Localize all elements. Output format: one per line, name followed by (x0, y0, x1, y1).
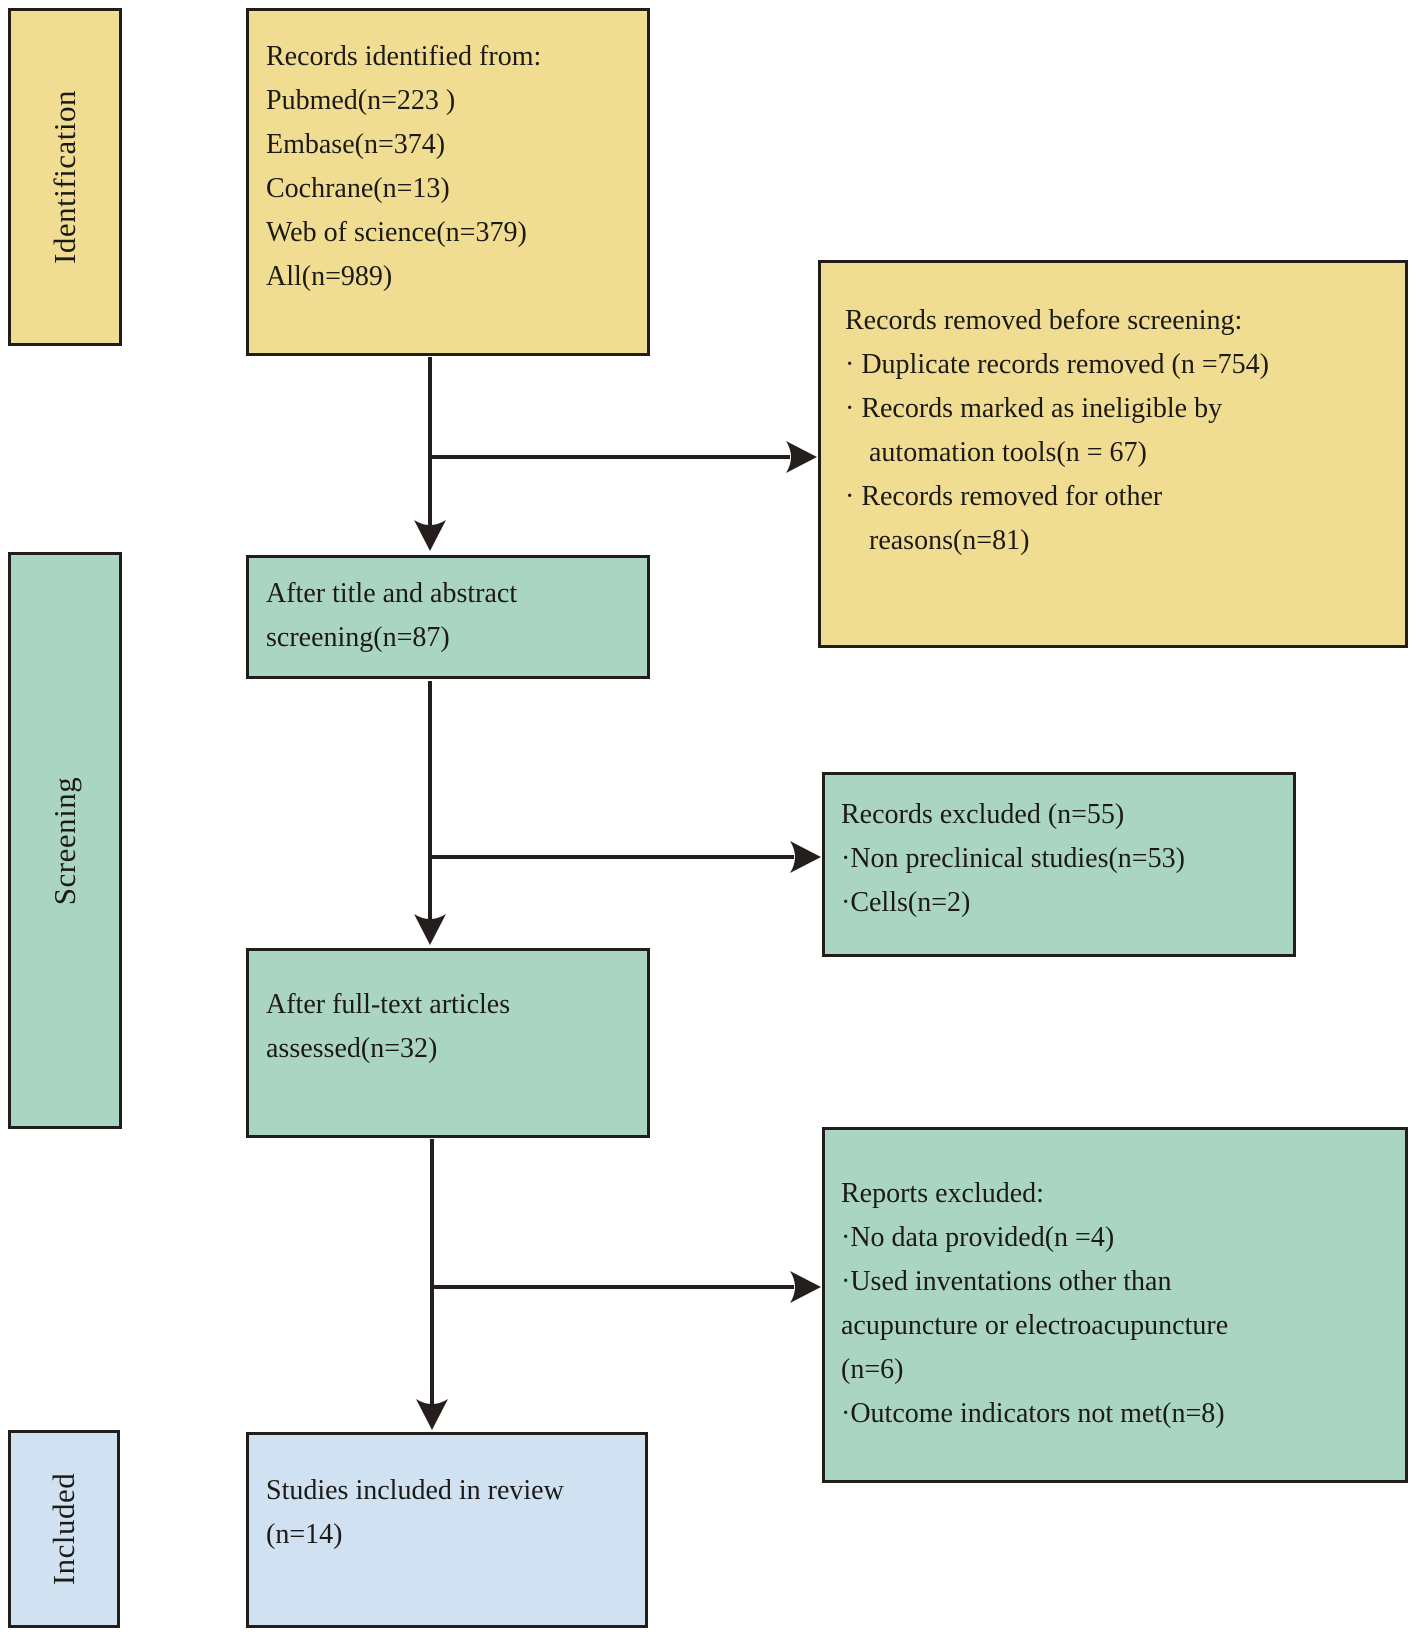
reports-excluded-line: ·No data provided(n =4) (841, 1222, 1115, 1253)
records-removed-line: · Duplicate records removed (n =754) (845, 349, 1269, 380)
studies-included-line: Studies included in review (266, 1475, 564, 1506)
records-removed-line: Records removed before screening: (845, 305, 1243, 336)
records-excluded-line: ·Non preclinical studies(n=53) (841, 843, 1185, 874)
stage-included-box: Included (8, 1430, 120, 1628)
records-identified-line: Records identified from: (266, 41, 542, 72)
reports-excluded-line: acupuncture or electroacupuncture (841, 1310, 1229, 1341)
reports-excluded-line: Reports excluded: (841, 1178, 1044, 1209)
reports-excluded-line: ·Outcome indicators not met(n=8) (841, 1398, 1225, 1429)
title-abstract-screening-box: After title and abstract screening(n=87) (246, 555, 650, 679)
records-removed-line: reasons(n=81) (869, 525, 1030, 556)
records-identified-line: Embase(n=374) (266, 129, 446, 160)
stage-screening-box: Screening (8, 552, 122, 1129)
arrowhead-down-icon (414, 520, 446, 551)
records-excluded-box: Records excluded (n=55) ·Non preclinical… (822, 772, 1296, 957)
records-identified-box: Records identified from: Pubmed(n=223 ) … (246, 8, 650, 356)
arrowhead-down-icon (414, 914, 446, 945)
fulltext-assessed-line: After full-text articles (266, 989, 511, 1020)
records-identified-line: Cochrane(n=13) (266, 173, 450, 204)
title-abstract-screening-line: After title and abstract (266, 578, 518, 609)
fulltext-assessed-box: After full-text articles assessed(n=32) (246, 948, 650, 1138)
stage-identification-label: Identification (47, 90, 82, 264)
reports-excluded-box: Reports excluded: ·No data provided(n =4… (822, 1127, 1408, 1483)
records-excluded-line: ·Cells(n=2) (841, 887, 971, 918)
reports-excluded-line: (n=6) (841, 1354, 904, 1385)
stage-screening-label: Screening (47, 776, 82, 905)
records-removed-line: · Records marked as ineligible by (845, 393, 1223, 424)
records-excluded-line: Records excluded (n=55) (841, 799, 1125, 830)
records-removed-box: Records removed before screening: · Dupl… (818, 260, 1408, 648)
records-removed-line: automation tools(n = 67) (869, 437, 1147, 468)
stage-identification-box: Identification (8, 8, 122, 346)
stage-included-label: Included (46, 1472, 81, 1586)
arrowhead-right-icon (790, 1271, 821, 1303)
studies-included-line: (n=14) (266, 1519, 343, 1550)
records-identified-line: Web of science(n=379) (266, 217, 527, 248)
records-identified-line: Pubmed(n=223 ) (266, 85, 456, 116)
studies-included-box: Studies included in review (n=14) (246, 1432, 648, 1628)
arrowhead-down-icon (416, 1399, 448, 1430)
title-abstract-screening-line: screening(n=87) (266, 622, 450, 653)
arrowhead-right-icon (790, 841, 821, 873)
records-removed-line: · Records removed for other (845, 481, 1163, 512)
arrowhead-right-icon (786, 441, 817, 473)
fulltext-assessed-line: assessed(n=32) (266, 1033, 438, 1064)
records-identified-line: All(n=989) (266, 261, 393, 292)
reports-excluded-line: ·Used inventations other than (841, 1266, 1172, 1297)
